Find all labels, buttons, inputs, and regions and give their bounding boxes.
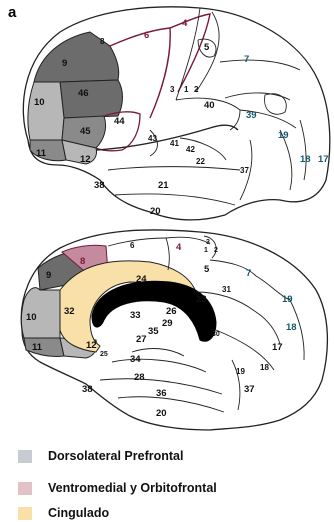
lat-label-38: 38: [94, 180, 105, 191]
med-label-20: 20: [156, 408, 167, 419]
med-label-3: 3: [206, 239, 210, 246]
med-label-36: 36: [156, 388, 167, 399]
lat-label-20: 20: [150, 206, 161, 217]
lat-label-8: 8: [100, 37, 105, 46]
legend-item-dorsolateral: Dorsolateral Prefrontal: [18, 449, 318, 465]
med-label-11: 11: [32, 342, 43, 353]
lat-label-3: 3: [170, 85, 175, 94]
legend-swatch-dorsolateral: [18, 450, 32, 463]
lat-label-7: 7: [244, 54, 249, 65]
lat-label-10: 10: [34, 97, 45, 108]
lat-label-45: 45: [80, 126, 91, 137]
lat-label-4: 4: [182, 18, 188, 29]
lat-label-41: 41: [170, 139, 179, 148]
med-label-31: 31: [222, 285, 231, 294]
lat-label-9: 9: [62, 58, 67, 69]
med-label-26: 26: [166, 306, 177, 317]
med-label-19b: 19: [236, 367, 245, 376]
area-10-lateral: [28, 82, 64, 140]
lat-label-18: 18: [300, 154, 311, 165]
med-label-24: 24: [136, 274, 147, 285]
legend-label-ventromedial: Ventromedial y Orbitofrontal: [48, 481, 217, 495]
med-label-6: 6: [130, 241, 135, 250]
medial-brain-view: 6 4 3 1 2 8 5 7 24 9 31 23 19 32 26 18 3…: [21, 230, 327, 430]
lat-label-40: 40: [204, 100, 215, 111]
med-label-37: 37: [244, 384, 255, 395]
lat-label-12: 12: [80, 154, 91, 165]
lat-label-46: 46: [78, 88, 89, 99]
med-label-19a: 19: [282, 294, 293, 305]
legend-label-cingulado: Cingulado: [48, 506, 109, 520]
lat-label-22: 22: [196, 157, 205, 166]
med-label-8: 8: [80, 256, 85, 267]
lat-label-19: 19: [278, 130, 289, 141]
med-label-27: 27: [136, 334, 147, 345]
med-label-33: 33: [130, 310, 141, 321]
med-label-34: 34: [130, 354, 141, 365]
area-46-lateral: [60, 80, 123, 118]
med-label-17: 17: [272, 342, 283, 353]
med-label-1: 1: [204, 247, 208, 254]
lat-label-6: 6: [144, 30, 149, 41]
med-label-38: 38: [82, 384, 93, 395]
med-label-35: 35: [148, 326, 159, 337]
med-label-30: 30: [212, 331, 220, 338]
lat-label-42: 42: [186, 145, 195, 154]
legend-swatch-ventromedial: [18, 482, 32, 495]
lat-label-37: 37: [240, 166, 249, 175]
med-label-25: 25: [100, 351, 108, 358]
legend-item-ventromedial: Ventromedial y Orbitofrontal: [18, 481, 318, 497]
lateral-brain-view: 8 6 4 9 5 7 46 3 1 2 40 10 44 39 45 43 4…: [23, 7, 329, 220]
med-label-12: 12: [86, 340, 97, 351]
med-label-9: 9: [46, 270, 51, 281]
med-label-7: 7: [246, 268, 251, 279]
med-label-5: 5: [204, 264, 210, 275]
lat-label-44: 44: [114, 116, 125, 127]
med-label-32: 32: [64, 306, 75, 317]
lat-label-17: 17: [318, 154, 329, 165]
lat-label-5: 5: [204, 42, 210, 53]
legend-swatch-cingulado: [18, 507, 32, 520]
lat-label-2: 2: [194, 85, 199, 94]
lat-label-21: 21: [158, 180, 169, 191]
lat-label-39: 39: [246, 110, 257, 121]
med-label-2: 2: [214, 247, 218, 254]
lat-label-43: 43: [148, 134, 157, 143]
med-label-23: 23: [196, 294, 207, 305]
lat-label-1: 1: [184, 85, 189, 94]
med-label-28: 28: [134, 372, 145, 383]
med-label-4: 4: [176, 242, 182, 253]
med-label-10: 10: [26, 312, 37, 323]
med-label-29: 29: [162, 318, 173, 329]
med-label-18b: 18: [260, 363, 269, 372]
lat-label-11: 11: [36, 148, 47, 159]
med-label-18a: 18: [286, 322, 297, 333]
legend-label-dorsolateral: Dorsolateral Prefrontal: [48, 449, 183, 463]
